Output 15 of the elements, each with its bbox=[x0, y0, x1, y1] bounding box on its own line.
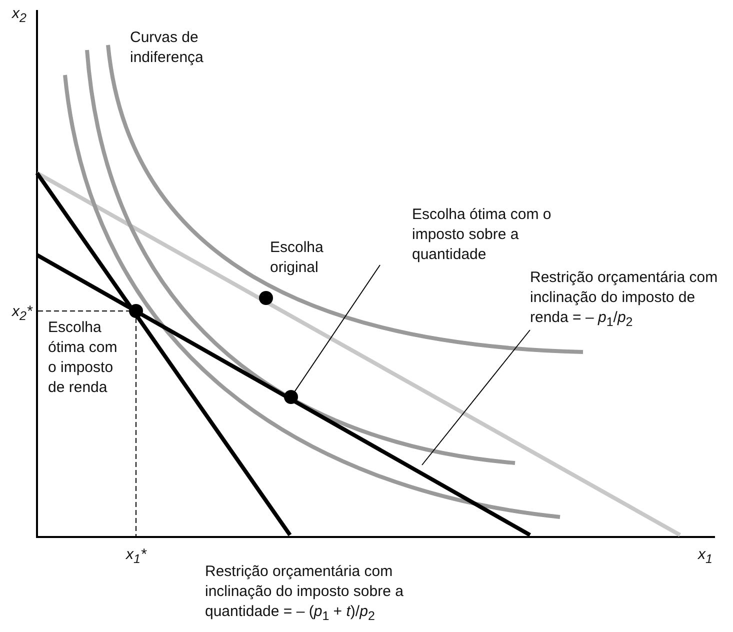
callout-text: Escolha ótima com o imposto sobre a quantidade bbox=[412, 205, 557, 265]
curve-label: Curvas de indiferença bbox=[130, 28, 204, 68]
point-marker bbox=[129, 304, 143, 318]
axis-label: x$_{2}$ bbox=[12, 4, 26, 27]
leader-line bbox=[294, 264, 380, 392]
axis-label: x$_{1}$ bbox=[698, 545, 712, 568]
callout-text: Restrição orçamentária com inclinação do imposto de renda = – p$_{1}$/p$_{2}$ bbox=[530, 268, 718, 332]
tick-label: x$_{2}$* bbox=[12, 302, 32, 325]
leader-line bbox=[422, 330, 530, 466]
point-label: Escolha ótima com o imposto de renda bbox=[48, 318, 118, 398]
point-marker bbox=[284, 390, 298, 404]
point-marker bbox=[259, 291, 273, 305]
line-label: Restrição orçamentária com inclinação do imposto sobre a quantidade = – (p$_{1}$ + t)/p$_{2}$ bbox=[205, 562, 404, 625]
point-label: Escolha original bbox=[270, 238, 324, 278]
tick-label: x$_{1}$* bbox=[126, 545, 146, 568]
